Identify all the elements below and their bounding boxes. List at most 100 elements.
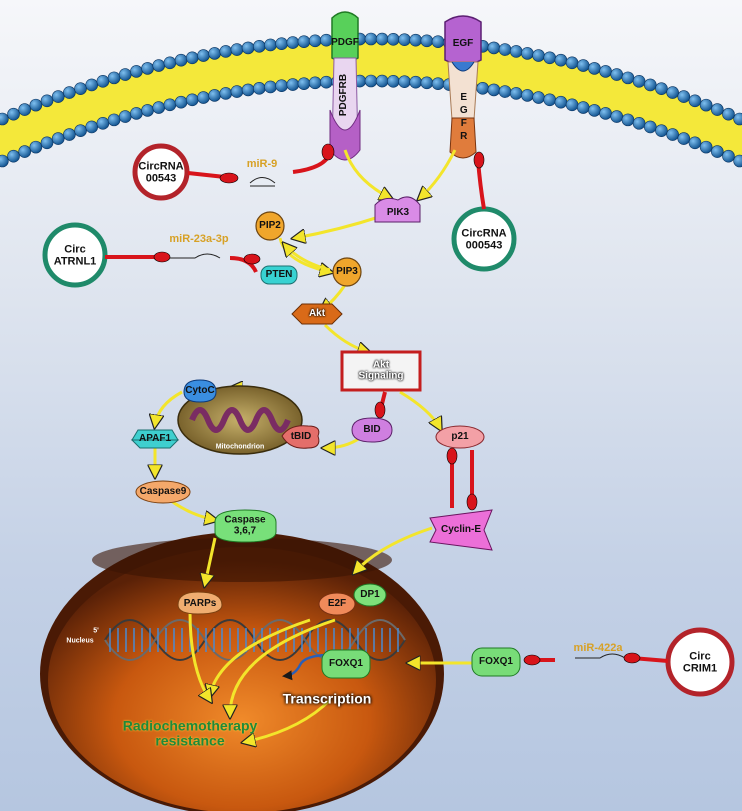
- circ-crim1-label: Circ CRIM1: [682, 650, 718, 674]
- phospholipid-head: [208, 47, 221, 60]
- foxq1-cytoplasmic-label: FOXQ1: [479, 655, 513, 667]
- phospholipid-head: [688, 136, 702, 150]
- circrna-000543-right-label: CircRNA 000543: [461, 227, 507, 251]
- tbid-label: tBID: [290, 430, 312, 442]
- phospholipid-head: [219, 45, 233, 58]
- phospholipid-head: [498, 43, 512, 56]
- e2f-shape: [318, 592, 356, 616]
- apaf1-label: APAF1: [138, 432, 172, 444]
- pik3-label: PIK3: [386, 206, 410, 218]
- cytoc-shape: [183, 379, 217, 403]
- phospholipid-head: [130, 65, 143, 78]
- mir23a-label: miR-23a-3p: [169, 233, 229, 246]
- outcome-label: Radiochemotherapy resistance: [122, 717, 258, 748]
- phospholipid-head: [632, 117, 646, 130]
- phospholipid-head: [409, 75, 422, 89]
- phospholipid-head: [208, 89, 221, 102]
- phospholipid-head: [74, 82, 87, 95]
- phospholipid-head: [521, 89, 534, 102]
- phospholipid-head: [588, 104, 601, 117]
- parps-shape: [177, 591, 223, 615]
- phospholipid-head: [532, 91, 545, 104]
- caspase367-label: Caspase 3,6,7: [224, 514, 266, 536]
- transcription-label: Transcription: [282, 690, 372, 707]
- phospholipid-head: [197, 91, 210, 104]
- pip2-label: PIP2: [259, 219, 281, 231]
- phospholipid-head: [130, 107, 143, 120]
- phospholipid-head: [264, 80, 277, 94]
- phospholipid-head: [666, 86, 679, 99]
- phospholipid-head: [241, 41, 255, 55]
- pik3-shape: [374, 196, 421, 223]
- akt-label: Akt: [308, 307, 326, 319]
- phospholipid-head: [40, 94, 54, 108]
- phospholipid-head: [655, 82, 668, 95]
- transcription-arrow: [282, 653, 331, 681]
- akt-signaling-label: Akt Signaling: [358, 359, 404, 381]
- phospholipid-head: [655, 124, 668, 137]
- mir9-label: miR-9: [246, 158, 278, 171]
- phospholipid-head: [118, 68, 132, 81]
- akt-shape: [291, 303, 343, 325]
- egfr-label: EGFR: [458, 92, 470, 144]
- phospholipid-head: [63, 128, 76, 141]
- phospholipid-head: [699, 98, 713, 112]
- phospholipid-head: [308, 76, 322, 90]
- pdgfrb-label: PDGFRB: [337, 73, 349, 117]
- parps-label: PARPs: [183, 597, 217, 609]
- phospholipid-head: [219, 87, 233, 100]
- circrna-00543-left-ring: [132, 143, 190, 201]
- circ-atrnl1-label: Circ ATRNL1: [53, 243, 97, 267]
- phospholipid-head: [320, 75, 333, 89]
- phospholipid-head: [230, 85, 244, 98]
- phospholipid-head: [308, 34, 322, 48]
- cyclin-e-label: Cyclin-E: [440, 523, 482, 535]
- phospholipid-head: [509, 45, 523, 58]
- phospholipid-head: [18, 145, 31, 158]
- circrna-00543-left-label: CircRNA 00543: [138, 160, 184, 184]
- phospholipid-head: [264, 38, 277, 52]
- nucleus-label: Nucleus: [66, 637, 94, 645]
- phospholipid-head: [476, 82, 490, 95]
- phospholipid-head: [398, 33, 411, 46]
- circ-crim1-ring: [665, 627, 735, 697]
- pten-label: PTEN: [265, 268, 293, 280]
- phospholipid-head: [174, 53, 188, 67]
- phospholipid-head: [96, 117, 110, 130]
- phospholipid-head: [599, 65, 612, 78]
- phospholipid-head: [118, 110, 132, 123]
- phospholipid-head: [7, 107, 20, 121]
- inhibitor-caps: [153, 143, 641, 666]
- pip2-shape: [255, 211, 285, 241]
- activation-arrows: [155, 149, 472, 742]
- phospholipid-head: [588, 62, 601, 75]
- phospholipid-head: [297, 77, 311, 90]
- dp1-label: DP1: [360, 588, 380, 600]
- phospholipid-head: [621, 113, 635, 127]
- phospholipid-head: [185, 93, 199, 107]
- bid-label: BID: [363, 423, 381, 435]
- phospholipid-head: [677, 132, 691, 145]
- phospholipid-head: [174, 95, 188, 109]
- phospholipid-head: [387, 74, 400, 88]
- phospholipid-head: [252, 82, 266, 95]
- tbid-shape: [281, 425, 320, 449]
- pdgf-label: PDGF: [331, 36, 359, 48]
- p21-label: p21: [451, 430, 469, 442]
- foxq1-cytoplasmic-shape: [471, 647, 521, 677]
- phospholipid-head: [275, 79, 288, 93]
- phospholipid-head: [509, 87, 523, 100]
- phospholipid-head: [107, 71, 121, 85]
- phospholipid-head: [275, 37, 288, 51]
- phospholipid-head: [297, 35, 311, 48]
- phospholipid-head: [241, 83, 255, 97]
- akt-signaling-box: [340, 350, 422, 392]
- phospholipid-head: [230, 43, 244, 56]
- phospholipid-head: [431, 35, 445, 48]
- phospholipid-head: [141, 62, 154, 75]
- phospholipid-head: [74, 124, 87, 137]
- phospholipid-head: [85, 78, 99, 92]
- phospholipid-head: [666, 128, 679, 141]
- phospholipid-head: [621, 71, 635, 85]
